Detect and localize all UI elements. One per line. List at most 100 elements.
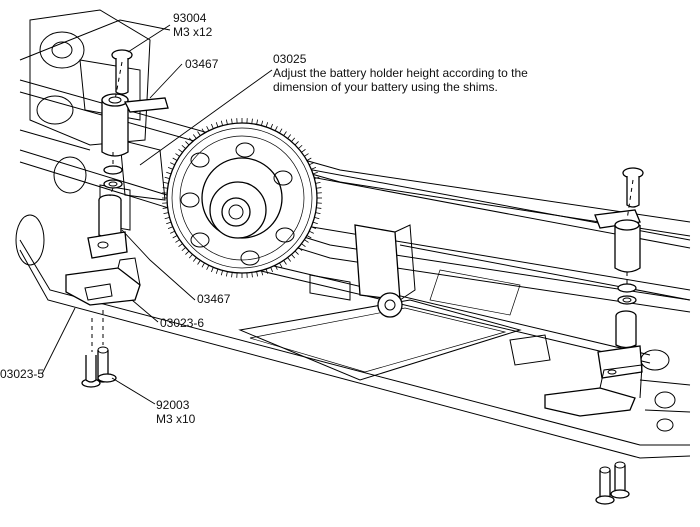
gear-tooth bbox=[302, 244, 306, 247]
gear-tooth bbox=[168, 167, 173, 169]
gear-tooth bbox=[284, 260, 287, 264]
gear-tooth bbox=[226, 120, 227, 125]
gear-tooth bbox=[173, 236, 177, 239]
motor-mount bbox=[310, 225, 415, 317]
spur-gear bbox=[167, 123, 317, 273]
gear-tooth bbox=[311, 167, 316, 169]
gear-tooth bbox=[298, 145, 302, 148]
gear-tooth bbox=[295, 251, 299, 255]
gear-tooth bbox=[198, 260, 201, 264]
callout-03023-6: 03023-6 bbox=[160, 316, 204, 330]
gear-tooth bbox=[295, 141, 299, 145]
gear-tooth bbox=[179, 244, 183, 247]
gear-tooth bbox=[166, 172, 171, 174]
gear-tooth bbox=[221, 121, 222, 126]
gear-tooth bbox=[165, 217, 170, 218]
part-size: M3 x10 bbox=[156, 412, 195, 426]
gear-tooth bbox=[309, 231, 313, 233]
gear-tooth bbox=[309, 163, 313, 165]
gear-tooth bbox=[170, 231, 174, 233]
gear-tooth bbox=[163, 208, 168, 209]
gear-tooth bbox=[257, 272, 258, 277]
gear-tooth bbox=[271, 267, 273, 272]
gear-tooth bbox=[232, 272, 233, 277]
note-line-1: Adjust the battery holder height accordi… bbox=[273, 66, 528, 80]
gear-tooth bbox=[280, 129, 283, 133]
gear-tooth bbox=[175, 154, 179, 157]
gear-tooth bbox=[266, 269, 268, 274]
gear-tooth bbox=[307, 158, 311, 161]
gear-tooth bbox=[164, 182, 169, 183]
gear-tooth bbox=[313, 222, 318, 224]
right-holder-assembly bbox=[545, 168, 643, 504]
gear-tooth bbox=[198, 131, 201, 135]
gear-tooth bbox=[266, 122, 268, 127]
gear-tooth bbox=[179, 149, 183, 152]
gear-tooth bbox=[288, 258, 291, 262]
gear-tooth bbox=[291, 138, 294, 142]
gear-tooth bbox=[189, 254, 192, 258]
gear-tooth bbox=[216, 269, 218, 274]
part-code: 03467 bbox=[197, 292, 230, 306]
gear-tooth bbox=[314, 217, 319, 218]
callout-03467-bottom: 03467 bbox=[197, 292, 230, 306]
gear-tooth bbox=[316, 182, 321, 183]
gear-tooth bbox=[165, 177, 170, 178]
gear-tooth bbox=[288, 135, 291, 139]
gear-tooth bbox=[182, 247, 186, 250]
gear-tooth bbox=[304, 154, 308, 157]
callout-03025: 03025 Adjust the battery holder height a… bbox=[273, 52, 528, 94]
part-code: 03023-6 bbox=[160, 316, 204, 330]
gear-tooth bbox=[216, 122, 218, 127]
gear-tooth bbox=[252, 119, 253, 124]
part-size: M3 x12 bbox=[173, 25, 212, 39]
gear-tooth bbox=[164, 213, 169, 214]
gear-tooth bbox=[193, 135, 196, 139]
gear-tooth bbox=[207, 265, 209, 269]
gear-tooth bbox=[226, 272, 227, 277]
gear-tooth bbox=[211, 124, 213, 129]
gear-tooth bbox=[284, 131, 287, 135]
gear-tooth bbox=[316, 213, 321, 214]
gear-tooth bbox=[173, 158, 177, 161]
gear-tooth bbox=[185, 251, 189, 255]
gear-tooth bbox=[211, 267, 213, 272]
part-code: 93004 bbox=[173, 11, 212, 25]
gear-tooth bbox=[316, 188, 321, 189]
gear-tooth bbox=[182, 145, 186, 148]
gear-tooth bbox=[252, 272, 253, 277]
front-parts bbox=[510, 335, 690, 431]
gear-tooth bbox=[313, 172, 318, 174]
callout-03023-5: 03023-5 bbox=[0, 367, 44, 381]
callout-92003: 92003 M3 x10 bbox=[156, 398, 195, 426]
gear-tooth bbox=[185, 141, 189, 145]
left-holder-assembly bbox=[66, 50, 168, 387]
gear-tooth bbox=[275, 265, 277, 269]
gear-tooth bbox=[168, 227, 173, 229]
gear-tooth bbox=[232, 119, 233, 124]
gear-tooth bbox=[257, 120, 258, 125]
gear-tooth bbox=[261, 121, 262, 126]
callout-03467-top: 03467 bbox=[185, 57, 218, 71]
gear-tooth bbox=[202, 263, 205, 267]
note-line-2: dimension of your battery using the shim… bbox=[273, 80, 528, 94]
gear-tooth bbox=[207, 126, 209, 130]
part-code: 03467 bbox=[185, 57, 218, 71]
gear-tooth bbox=[316, 208, 321, 209]
gear-tooth bbox=[221, 270, 222, 275]
part-code: 92003 bbox=[156, 398, 195, 412]
gear-tooth bbox=[280, 263, 283, 267]
gear-tooth bbox=[271, 124, 273, 129]
gear-tooth bbox=[291, 254, 294, 258]
gear-tooth bbox=[302, 149, 306, 152]
gear-tooth bbox=[193, 258, 196, 262]
part-code: 03025 bbox=[273, 52, 528, 66]
callout-93004: 93004 M3 x12 bbox=[173, 11, 212, 39]
gear-tooth bbox=[166, 222, 171, 224]
gear-tooth bbox=[170, 163, 174, 165]
gear-tooth bbox=[175, 240, 179, 243]
gear-tooth bbox=[304, 240, 308, 243]
part-code: 03023-5 bbox=[0, 367, 44, 381]
rear-gearbox bbox=[16, 10, 165, 265]
